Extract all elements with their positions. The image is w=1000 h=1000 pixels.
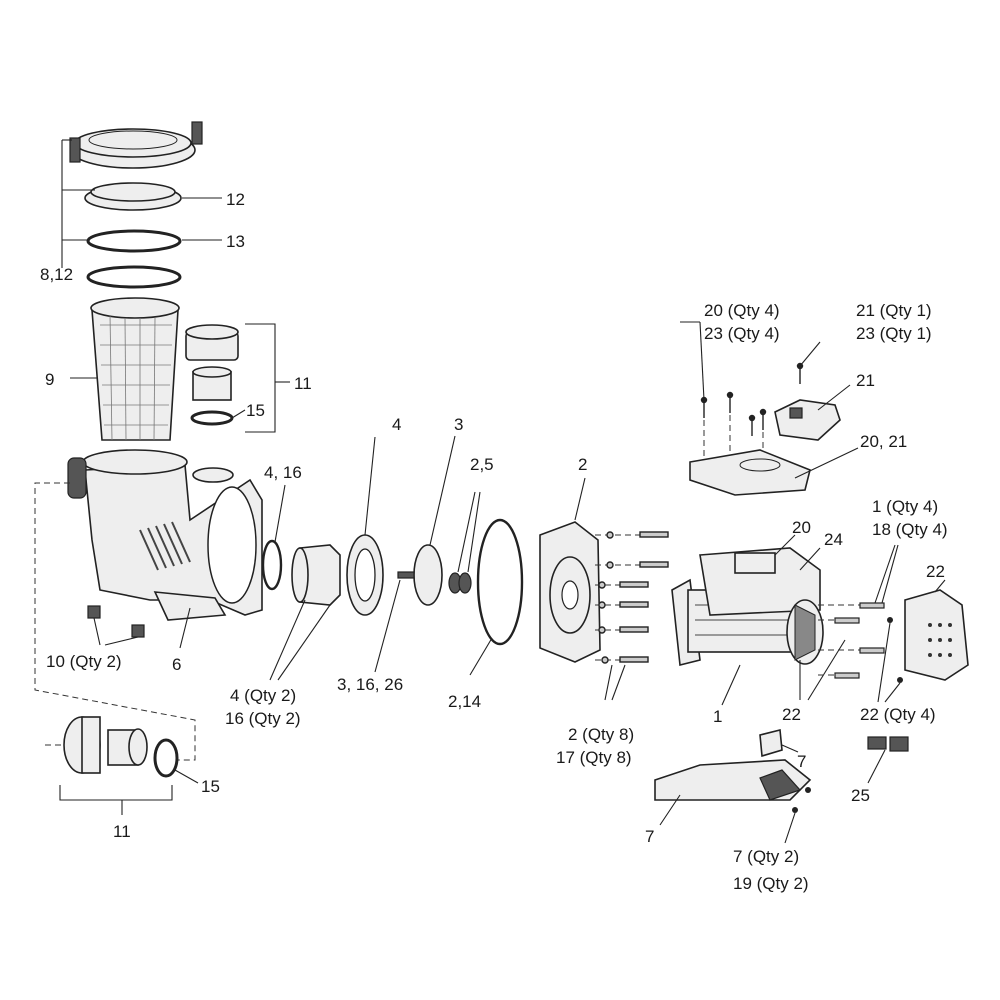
seal-plate-oring [476,518,524,646]
label-union-kit-bottom: 11 [113,822,131,841]
label-bolts-qty2: 17 (Qty 8) [556,748,632,767]
label-lid-group: 8,12 [40,265,73,284]
label-fan: 22 [782,705,801,724]
label-union-kit-top: 11 [294,374,312,393]
drain-plugs [87,605,145,638]
label-motor-bolts-a: 1 (Qty 4) [872,497,938,516]
label-union-oring-bottom: 15 [201,777,220,796]
label-drive: 20 [792,518,811,537]
pump-base [153,591,227,621]
control-cover [689,449,811,496]
pump-housing [67,449,263,616]
motor-foot-bracket [759,728,783,758]
label-keypad: 21 [856,371,875,390]
label-bolts-qty: 2 (Qty 8) [568,725,634,744]
impeller [397,544,443,606]
label-cover-screws-a: 20 (Qty 4) [704,301,780,320]
label-pad-screw-b: 23 (Qty 1) [856,324,932,343]
cover-screws [700,362,804,436]
union-oring-bottom [153,738,179,778]
label-fan-cover: 22 [926,562,945,581]
motor-drive [699,547,821,616]
seal-plate [539,521,601,663]
label-seal: 2,5 [470,455,494,474]
diffuser [291,544,341,606]
label-motor-foot-screws-a: 7 (Qty 2) [733,847,799,866]
label-basket: 9 [45,370,54,389]
label-pad-screw-a: 21 (Qty 1) [856,301,932,320]
drain-fitting [867,736,909,752]
label-cover-screws-b: 23 (Qty 4) [704,324,780,343]
label-motor-foot: 7 [645,827,654,846]
union-nut-top [185,324,239,361]
label-drive-2: 24 [824,530,843,549]
motor-foot-screws [792,787,811,813]
label-union-oring-top: 15 [246,401,265,420]
union-nut-bottom [63,716,101,774]
lid-oring [86,229,182,253]
label-lid-oring: 13 [226,232,245,251]
motor-foot [654,759,812,801]
fan-cover [904,589,969,681]
strainer-basket [90,297,180,441]
label-lid: 12 [226,190,245,209]
mechanical-seal [448,572,472,594]
motor-fan [786,599,824,665]
lid-oring-2 [86,265,182,289]
seal-plate-bolts [595,531,669,664]
fan-cover-screws [887,617,903,683]
label-seal-plate-oring: 2,14 [448,692,481,711]
label-motor-foot-screws-b: 19 (Qty 2) [733,874,809,893]
union-tail-bottom [107,728,148,766]
label-impeller: 3 [454,415,463,434]
label-diffuser-qty2: 16 (Qty 2) [225,709,301,728]
motor-bolts [818,602,885,679]
diffuser-ring [346,534,384,616]
keypad [774,399,841,441]
label-control-cover: 20, 21 [860,432,907,451]
label-motor-bolts-b: 18 (Qty 4) [872,520,948,539]
label-diffuser: 4 [392,415,401,434]
label-diffuser-oring: 4, 16 [264,463,302,482]
union-oring-top [190,410,234,426]
label-seal-plate: 2 [578,455,587,474]
label-base: 6 [172,655,181,674]
union-tail-top [192,366,232,401]
label-fitting: 25 [851,786,870,805]
lid-ring [69,121,203,169]
label-motor: 1 [713,707,722,726]
label-impeller-screw: 3, 16, 26 [337,675,403,694]
label-fan-screws: 22 (Qty 4) [860,705,936,724]
label-drain-plugs: 10 (Qty 2) [46,652,122,671]
strainer-lid [84,182,182,211]
label-diffuser-qty: 4 (Qty 2) [230,686,296,705]
label-motor-foot-small: 7 [797,752,806,771]
diffuser-oring [261,539,283,591]
